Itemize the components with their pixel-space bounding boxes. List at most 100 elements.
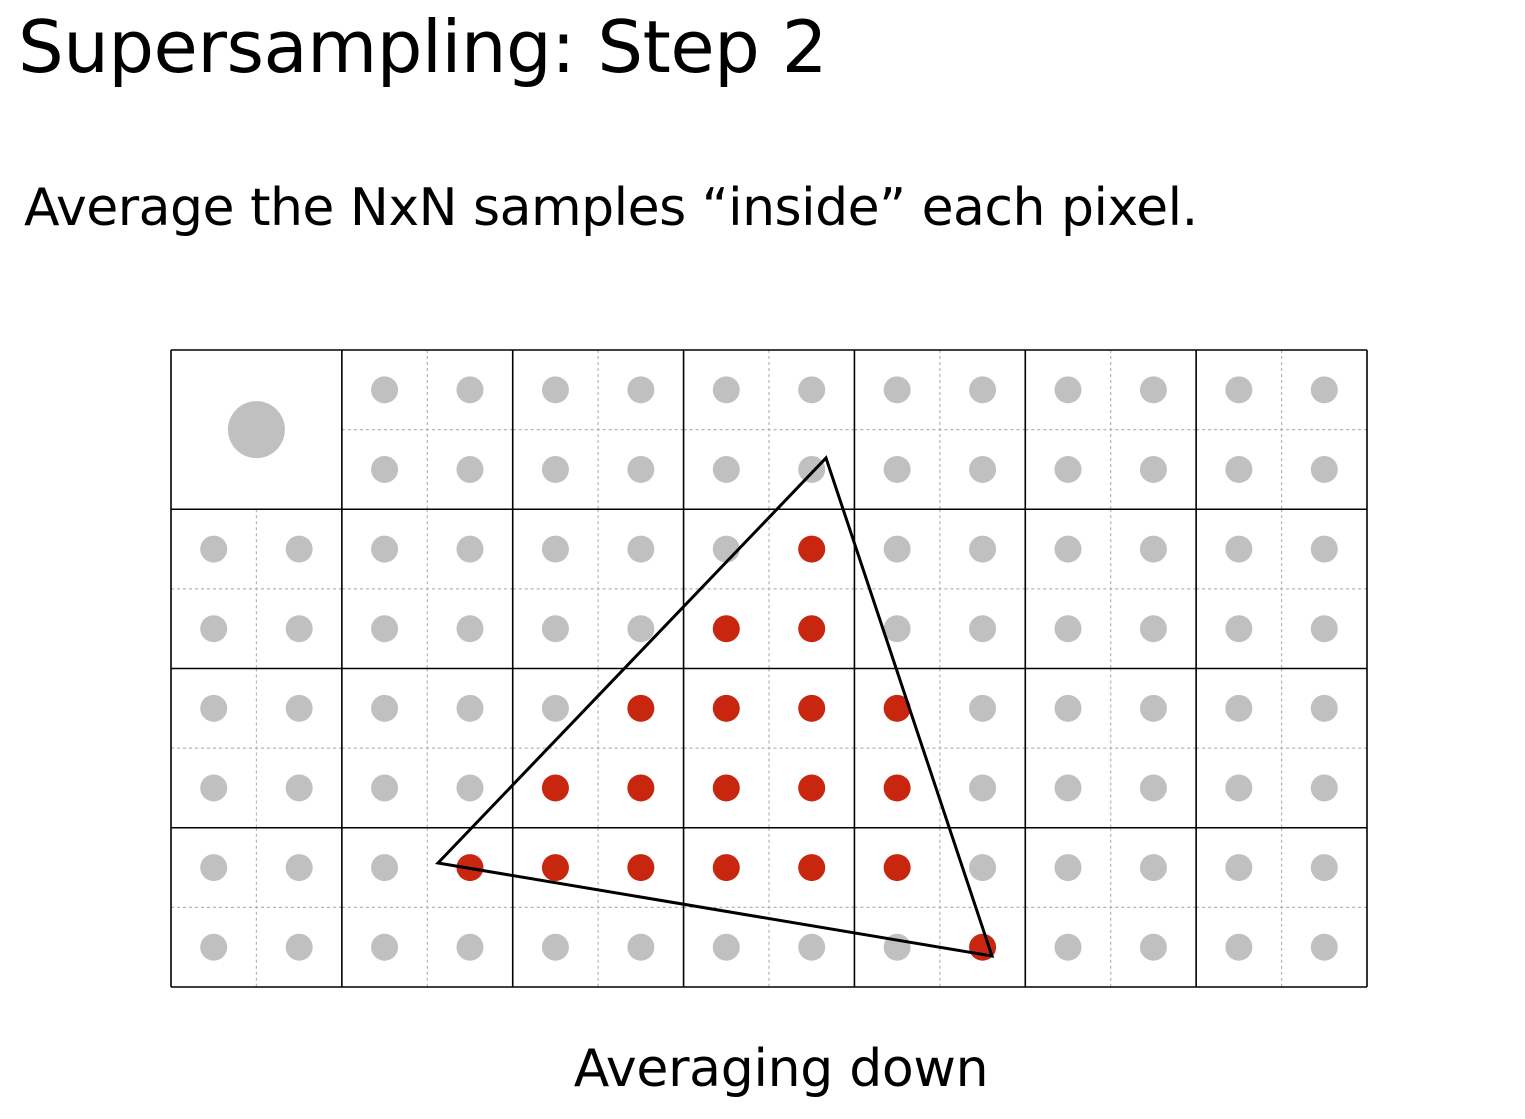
sample-outside-triangle (371, 615, 399, 643)
sample-outside-triangle (1139, 615, 1167, 643)
sample-outside-triangle (883, 455, 911, 483)
diagram-caption: Averaging down (573, 1039, 989, 1099)
sample-outside-triangle (1310, 376, 1338, 404)
sample-outside-triangle (1054, 933, 1082, 961)
sample-outside-triangle (1139, 933, 1167, 961)
sample-outside-triangle (456, 376, 484, 404)
sample-outside-triangle (200, 694, 228, 722)
sample-outside-triangle (798, 455, 826, 483)
sample-outside-triangle (371, 854, 399, 882)
sample-outside-triangle (627, 376, 655, 404)
sample-outside-triangle (541, 694, 569, 722)
sample-outside-triangle (541, 933, 569, 961)
sample-outside-triangle (1225, 535, 1253, 563)
sample-outside-triangle (285, 854, 313, 882)
sample-outside-triangle (712, 933, 740, 961)
sample-outside-triangle (1310, 933, 1338, 961)
sample-outside-triangle (1310, 455, 1338, 483)
sample-points (200, 376, 1338, 961)
slide-title: Supersampling: Step 2 (18, 5, 828, 89)
sample-outside-triangle (627, 615, 655, 643)
sample-outside-triangle (456, 615, 484, 643)
sample-outside-triangle (1310, 535, 1338, 563)
sample-outside-triangle (798, 376, 826, 404)
sample-outside-triangle (456, 455, 484, 483)
sample-outside-triangle (969, 535, 997, 563)
sample-outside-triangle (1054, 535, 1082, 563)
sample-outside-triangle (371, 694, 399, 722)
sample-outside-triangle (541, 376, 569, 404)
sample-outside-triangle (1310, 774, 1338, 802)
sample-outside-triangle (969, 376, 997, 404)
sample-outside-triangle (969, 774, 997, 802)
sample-inside-triangle (541, 774, 569, 802)
sample-inside-triangle (798, 854, 826, 882)
slide-body-text: Average the NxN samples “inside” each pi… (24, 178, 1198, 238)
sample-outside-triangle (200, 774, 228, 802)
sample-inside-triangle (712, 694, 740, 722)
sample-outside-triangle (200, 854, 228, 882)
sample-outside-triangle (371, 455, 399, 483)
averaged-pixel-sample (227, 401, 285, 459)
sample-outside-triangle (1054, 774, 1082, 802)
sample-outside-triangle (1139, 854, 1167, 882)
sample-inside-triangle (883, 774, 911, 802)
sample-outside-triangle (200, 615, 228, 643)
sample-outside-triangle (1139, 455, 1167, 483)
sample-outside-triangle (1054, 615, 1082, 643)
sample-outside-triangle (285, 774, 313, 802)
sample-outside-triangle (541, 535, 569, 563)
sample-outside-triangle (883, 535, 911, 563)
sample-outside-triangle (285, 694, 313, 722)
sample-outside-triangle (285, 615, 313, 643)
sample-outside-triangle (1139, 774, 1167, 802)
sample-outside-triangle (1139, 535, 1167, 563)
sample-outside-triangle (200, 933, 228, 961)
sample-inside-triangle (627, 694, 655, 722)
sample-outside-triangle (371, 774, 399, 802)
sample-inside-triangle (798, 615, 826, 643)
sample-outside-triangle (371, 933, 399, 961)
sample-outside-triangle (1225, 854, 1253, 882)
sample-outside-triangle (456, 535, 484, 563)
sample-inside-triangle (883, 854, 911, 882)
sample-outside-triangle (712, 376, 740, 404)
sample-outside-triangle (969, 615, 997, 643)
sample-inside-triangle (627, 774, 655, 802)
sample-outside-triangle (1054, 455, 1082, 483)
sample-outside-triangle (1225, 376, 1253, 404)
sample-outside-triangle (456, 933, 484, 961)
sample-outside-triangle (712, 455, 740, 483)
sample-outside-triangle (883, 615, 911, 643)
sample-outside-triangle (798, 933, 826, 961)
sample-outside-triangle (1054, 854, 1082, 882)
sample-outside-triangle (883, 376, 911, 404)
sample-inside-triangle (798, 694, 826, 722)
sample-outside-triangle (1310, 615, 1338, 643)
sample-outside-triangle (969, 455, 997, 483)
sample-outside-triangle (1310, 854, 1338, 882)
sample-outside-triangle (371, 376, 399, 404)
sample-outside-triangle (371, 535, 399, 563)
sample-inside-triangle (712, 615, 740, 643)
sample-outside-triangle (541, 615, 569, 643)
sample-outside-triangle (969, 854, 997, 882)
sample-inside-triangle (883, 694, 911, 722)
sample-outside-triangle (1225, 694, 1253, 722)
sample-outside-triangle (1054, 694, 1082, 722)
sample-inside-triangle (712, 774, 740, 802)
sample-inside-triangle (541, 854, 569, 882)
sample-inside-triangle (627, 854, 655, 882)
sample-outside-triangle (1225, 933, 1253, 961)
sample-inside-triangle (798, 774, 826, 802)
sample-inside-triangle (712, 854, 740, 882)
sample-inside-triangle (798, 535, 826, 563)
sample-outside-triangle (1139, 694, 1167, 722)
sample-outside-triangle (1139, 376, 1167, 404)
sample-outside-triangle (541, 455, 569, 483)
sample-outside-triangle (1225, 615, 1253, 643)
sample-outside-triangle (456, 774, 484, 802)
sample-outside-triangle (969, 694, 997, 722)
sample-outside-triangle (200, 535, 228, 563)
